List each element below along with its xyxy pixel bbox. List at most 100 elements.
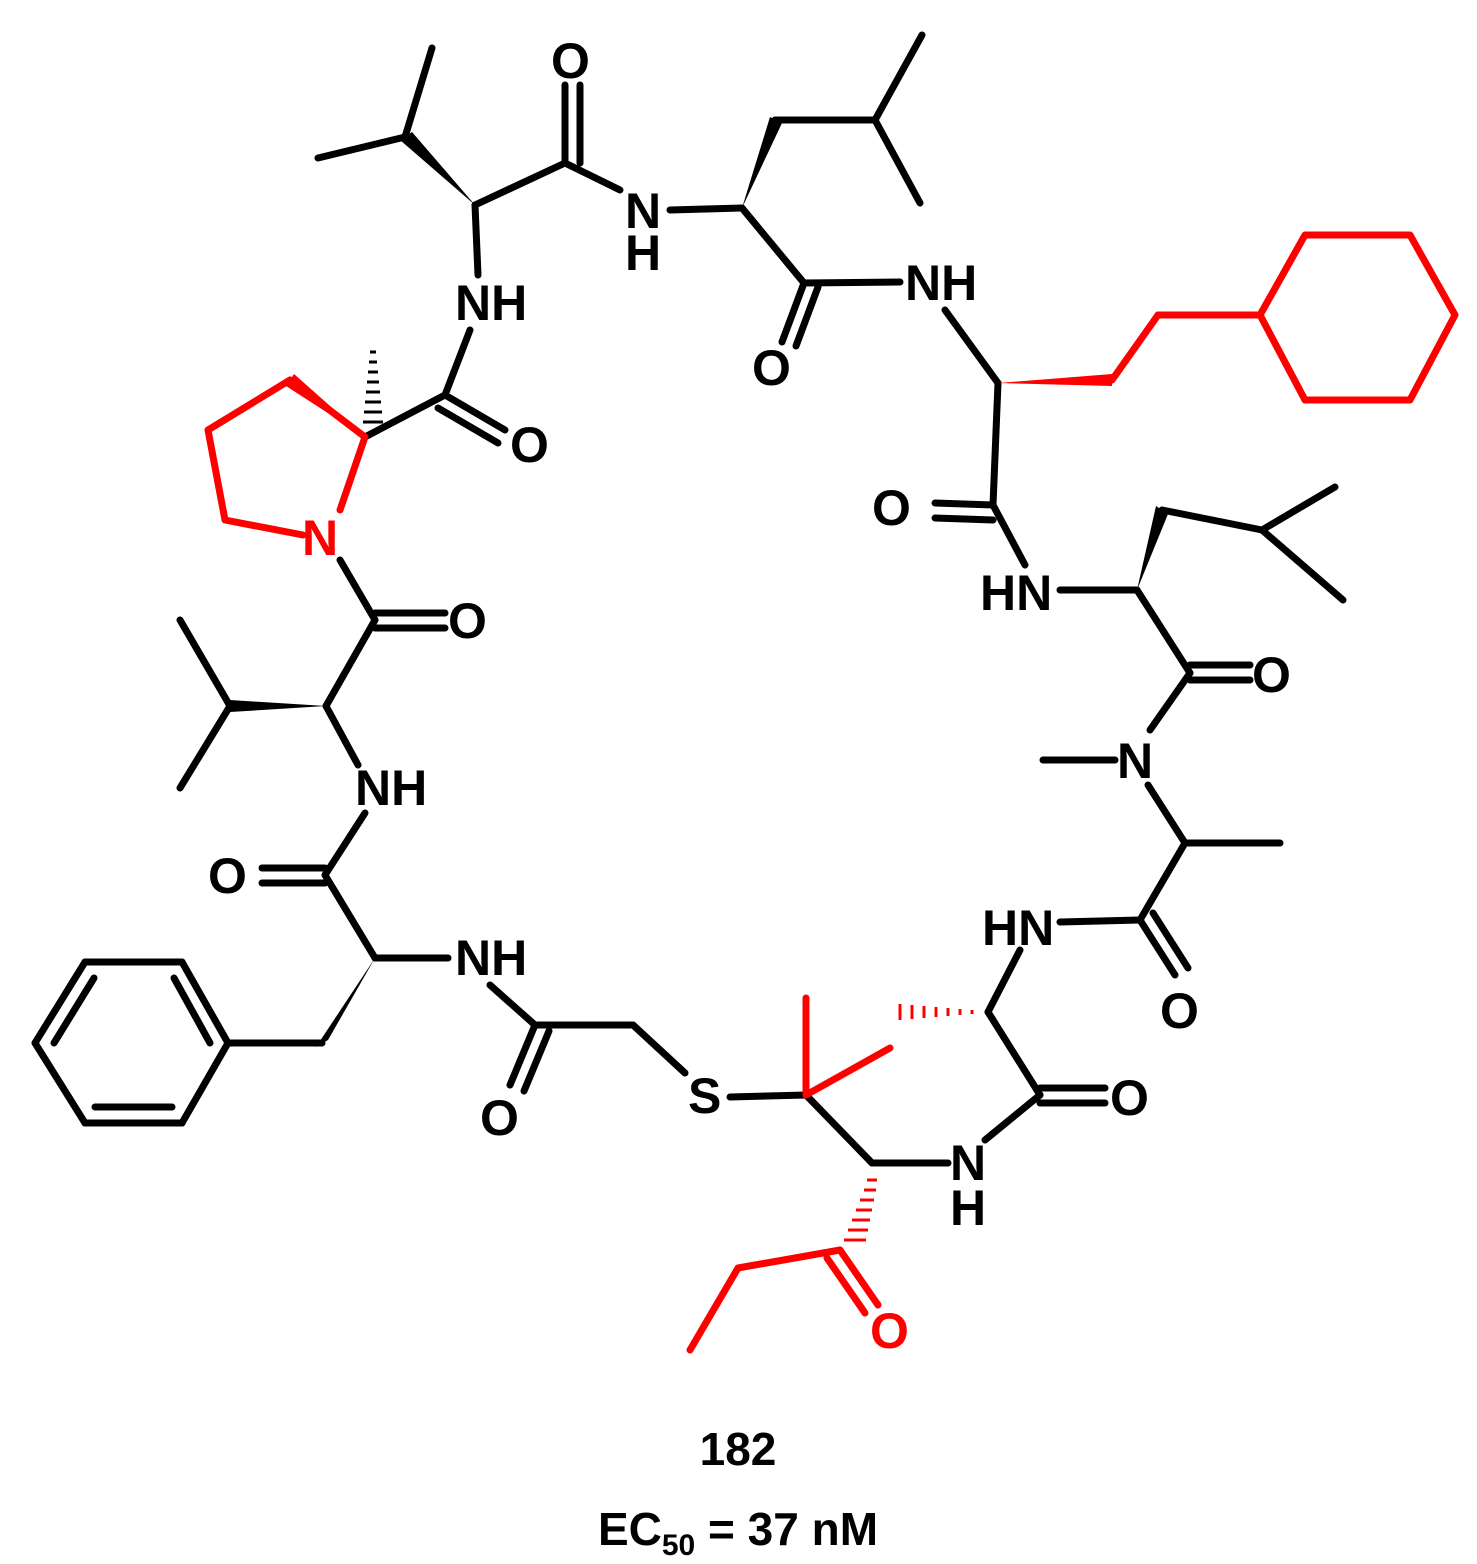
- oxygen-label: O: [480, 1090, 519, 1146]
- bond: [50, 974, 98, 1047]
- wedge-bonds: [230, 117, 1168, 1047]
- hydrogen-label: H: [625, 225, 661, 281]
- bond: [1149, 909, 1192, 972]
- bond: [984, 946, 1024, 1016]
- oxygen-label: O: [1110, 1070, 1149, 1126]
- bond: [778, 279, 808, 346]
- bond: [31, 1039, 89, 1127]
- nh-label: NH: [455, 275, 527, 331]
- bond: [792, 283, 822, 350]
- hn-label: HN: [980, 565, 1052, 621]
- wedge-bond: [286, 374, 365, 437]
- red-hash-bonds: [844, 1004, 974, 1242]
- bond: [314, 133, 409, 162]
- bond: [361, 391, 449, 441]
- bond: [486, 981, 539, 1029]
- bond: [836, 1246, 882, 1309]
- bond: [561, 159, 624, 194]
- bond: [336, 556, 379, 624]
- bond: [1136, 839, 1189, 924]
- bond: [871, 116, 924, 207]
- bond: [629, 1021, 689, 1077]
- bond: [434, 404, 502, 447]
- bond: [401, 44, 436, 141]
- nh-label: NH: [355, 760, 427, 816]
- activity-prefix: EC: [598, 1503, 662, 1555]
- compound-number: 182: [700, 1423, 777, 1475]
- bond: [441, 391, 509, 434]
- bond: [471, 159, 569, 209]
- bond: [823, 1254, 869, 1317]
- bond: [1108, 311, 1162, 384]
- sulfur-label: S: [688, 1068, 721, 1124]
- bond: [506, 1021, 539, 1089]
- bond: [871, 31, 926, 124]
- bond: [1258, 483, 1339, 534]
- ketone-oxygen-label: O: [870, 1303, 909, 1359]
- bond: [178, 1039, 232, 1127]
- wedge-bond: [316, 958, 375, 1047]
- wedge-bond: [742, 117, 782, 208]
- nitrogen-label: N: [1117, 733, 1153, 789]
- bond: [984, 1008, 1044, 1099]
- bond: [1158, 506, 1266, 534]
- red-wedge-bonds: [286, 374, 1112, 437]
- bond: [686, 1264, 742, 1354]
- bond: [1146, 669, 1194, 734]
- activity-subscript: 50: [662, 1529, 695, 1562]
- bond: [738, 204, 808, 287]
- pyrrolidine-nitrogen-label: N: [302, 510, 338, 566]
- wedge-bond: [1137, 506, 1168, 590]
- bond: [471, 201, 482, 279]
- bond: [931, 514, 997, 524]
- oxygen-label: O: [208, 848, 247, 904]
- bond: [989, 379, 1002, 509]
- wedge-bond: [400, 132, 475, 205]
- bond: [989, 501, 1029, 569]
- bond: [1133, 586, 1194, 677]
- nitrogen-label: N: [950, 1135, 986, 1191]
- hn-label: HN: [982, 900, 1054, 956]
- bond: [734, 1246, 844, 1272]
- bond: [31, 958, 89, 1047]
- oxygen-label: O: [448, 593, 487, 649]
- oxygen-label: O: [551, 33, 590, 89]
- oxygen-label: O: [872, 480, 911, 536]
- compound-caption: 182 EC50 = 37 nM: [598, 1423, 878, 1562]
- bond: [321, 809, 369, 879]
- bond: [931, 499, 997, 509]
- hash-bonds: [363, 350, 383, 424]
- wedge-bond: [998, 374, 1112, 386]
- bond: [1144, 781, 1189, 847]
- bond: [1056, 916, 1144, 926]
- oxygen-label: O: [1252, 647, 1291, 703]
- nitrogen-label: N: [625, 183, 661, 239]
- bond: [941, 306, 1002, 387]
- bond: [441, 326, 474, 399]
- bond: [800, 278, 904, 287]
- atom-labels: O O O O O O O O O O NH N H NH HN N HN NH…: [208, 33, 1291, 1236]
- bond: [726, 1091, 810, 1101]
- bond: [1136, 916, 1179, 979]
- black-bonds: [31, 31, 1347, 1167]
- bond: [321, 871, 379, 962]
- bond: [176, 702, 234, 792]
- hydrogen-label: H: [950, 1180, 986, 1236]
- oxygen-label: O: [752, 340, 791, 396]
- bond: [802, 1044, 894, 1099]
- bond: [322, 702, 362, 769]
- activity-value: EC50 = 37 nM: [598, 1503, 878, 1562]
- bond: [170, 974, 214, 1047]
- bond: [1258, 526, 1347, 604]
- bond: [322, 616, 379, 710]
- bond: [981, 1091, 1044, 1144]
- nh-label: NH: [455, 930, 527, 986]
- bond: [666, 204, 746, 214]
- bond: [336, 433, 369, 514]
- nh-label: NH: [905, 255, 977, 311]
- wedge-bond: [230, 700, 326, 712]
- bond: [520, 1027, 553, 1095]
- activity-suffix: = 37 nM: [695, 1503, 878, 1555]
- bond: [802, 1091, 876, 1167]
